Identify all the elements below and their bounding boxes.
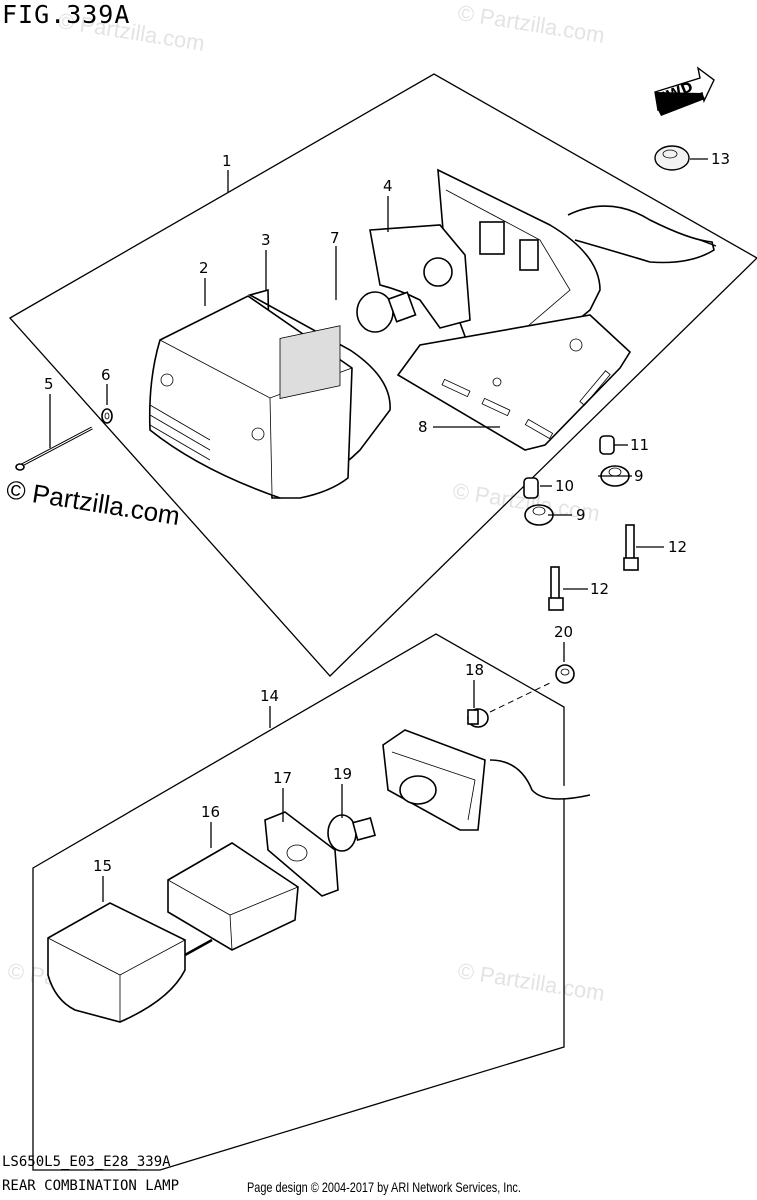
lens-screw bbox=[15, 426, 93, 471]
callout-1: 1 bbox=[222, 152, 232, 170]
grommet-clip bbox=[467, 708, 489, 728]
page-credit: Page design © 2004-2017 by ARI Network S… bbox=[247, 1179, 521, 1195]
callout-17: 17 bbox=[273, 769, 292, 787]
callout-10: 10 bbox=[555, 477, 574, 495]
license-lamp-housing bbox=[382, 729, 591, 831]
bolt bbox=[623, 524, 639, 571]
spacer-collar bbox=[599, 435, 615, 455]
cushion-rubber bbox=[654, 145, 690, 171]
diagram-code: LS650L5_E03_E28_339A bbox=[2, 1154, 171, 1170]
bulb bbox=[356, 291, 417, 333]
callout-9: 9 bbox=[634, 467, 644, 485]
callout-8: 8 bbox=[418, 418, 428, 436]
diagram-name: REAR COMBINATION LAMP bbox=[2, 1178, 180, 1194]
callout-15: 15 bbox=[93, 857, 112, 875]
callout-6: 6 bbox=[101, 366, 111, 384]
callout-13: 13 bbox=[711, 150, 730, 168]
callout-3: 3 bbox=[261, 231, 271, 249]
leader-lines bbox=[49, 158, 708, 902]
callout-12: 12 bbox=[590, 580, 609, 598]
nut bbox=[555, 664, 575, 684]
gasket bbox=[264, 811, 339, 897]
bolt bbox=[548, 566, 564, 611]
callout-2: 2 bbox=[199, 259, 209, 277]
callout-12: 12 bbox=[668, 538, 687, 556]
callout-9: 9 bbox=[576, 506, 586, 524]
callout-5: 5 bbox=[44, 375, 54, 393]
license-lamp-bulb bbox=[327, 814, 377, 852]
callout-11: 11 bbox=[630, 436, 649, 454]
figure-title: FIG.339A bbox=[2, 0, 131, 29]
license-lamp-lens bbox=[47, 902, 186, 1023]
callout-18: 18 bbox=[465, 661, 484, 679]
callout-7: 7 bbox=[330, 229, 340, 247]
lamp-bracket bbox=[396, 314, 632, 451]
spacer-collar bbox=[523, 477, 539, 499]
callout-14: 14 bbox=[260, 687, 279, 705]
tail-lamp-lens bbox=[148, 288, 391, 499]
assembly-14-frame bbox=[32, 633, 565, 1171]
lens-cover bbox=[167, 842, 299, 951]
fwd-arrow-icon: FWD bbox=[654, 66, 715, 116]
callout-20: 20 bbox=[554, 623, 573, 641]
lens-screw bbox=[184, 938, 213, 957]
washer bbox=[101, 408, 113, 424]
assembly-1-frame bbox=[8, 73, 757, 677]
callout-16: 16 bbox=[201, 803, 220, 821]
callout-19: 19 bbox=[333, 765, 352, 783]
callout-4: 4 bbox=[383, 177, 393, 195]
